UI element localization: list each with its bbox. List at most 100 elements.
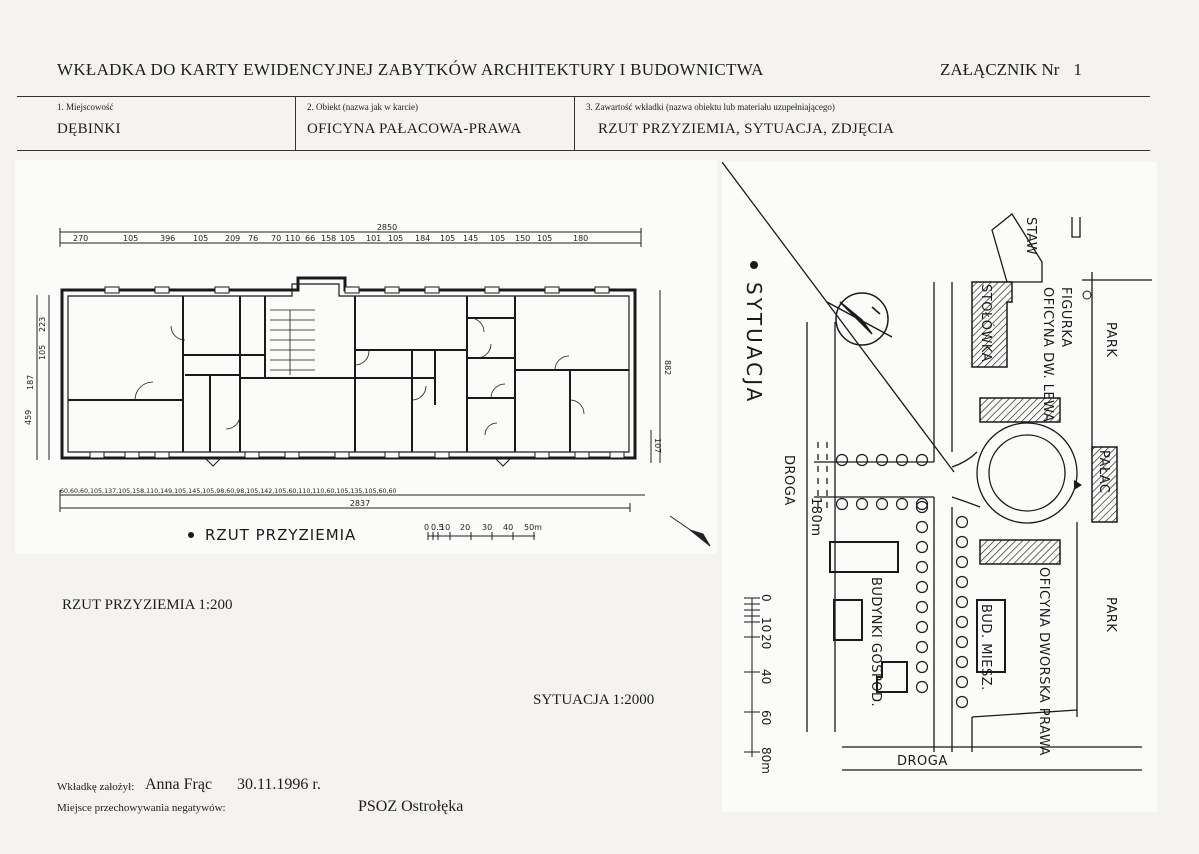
label-road-left: DROGA [781,455,796,506]
north-arrow-large [826,292,893,346]
storage-value: PSOZ Ostrołęka [358,798,464,815]
top-dim-label: 209 [225,234,240,243]
tree [875,453,889,467]
dim-total-bottom: 2837 [350,499,370,508]
label-canteen: STOŁÓWKA [978,284,994,362]
date-value: 30.11.1996 r. [237,776,321,793]
window [534,451,550,459]
site-plan-drawing: SYTUACJA STAW STOŁÓWKA FIGURKA OFICYNA D… [721,161,1152,774]
tree [855,453,869,467]
site-scale-bar [744,597,760,757]
tree [855,497,869,511]
tree [955,555,969,569]
top-dim-label: 70 [271,234,281,243]
top-dim-label: 76 [248,234,258,243]
tree [875,497,889,511]
tree [915,580,929,594]
top-dim-label: 110 [285,234,300,243]
right-annex-building [979,539,1061,565]
tree [915,640,929,654]
field-contents-label: 3. Zawartość wkładki (nazwa obiektu lub … [586,102,835,112]
table-bottom-rule [17,150,1150,151]
window [214,286,230,294]
window [594,286,610,294]
top-dim-label: 105 [193,234,208,243]
floor-scale-tick: 40 [503,523,513,532]
floor-scale-tick: 50m [524,523,542,532]
tree [915,520,929,534]
table-divider-2 [574,96,575,150]
window [344,286,360,294]
window [384,451,400,459]
site-scale-caption: SYTUACJA 1:2000 [533,692,655,708]
tree [955,675,969,689]
tree [915,680,929,694]
residential-building [976,599,1006,673]
site-title: SYTUACJA [742,282,766,404]
floor-scale-tick: 0 [424,523,429,532]
label-pond: STAW [1023,217,1038,255]
site-scale-tick: 0 [759,594,773,602]
tree [915,560,929,574]
tree [915,497,929,511]
top-dim-label: 180 [573,234,588,243]
field-object-value: OFICYNA PAŁACOWA-PRAWA [307,121,522,137]
label-palace: PAŁAC [1096,450,1111,493]
tree [955,635,969,649]
storage-label: Miejsce przechowywania negatywów: [57,802,226,814]
tree [955,575,969,589]
outbuilding-3 [876,661,908,693]
dim-left-3: 187 [26,375,35,390]
site-scale-tick: 40 [759,669,773,684]
tree [915,660,929,674]
canteen-building [971,281,1013,368]
tree [915,600,929,614]
tree [835,453,849,467]
tree [955,515,969,529]
label-park-bottom: PARK [1103,597,1118,632]
top-dim-label: 105 [440,234,455,243]
site-scale-tick: 20 [759,634,773,649]
top-dim-label: 105 [123,234,138,243]
window [154,286,170,294]
floor-plan-title: RZUT PRZYZIEMIA [205,526,356,544]
window [544,286,560,294]
tree [955,655,969,669]
tree-rows [835,453,969,709]
top-dim-label: 105 [537,234,552,243]
dim-left-2: 223 [38,317,47,332]
figurine-marker [1082,290,1092,300]
field-object-label: 2. Obiekt (nazwa jak w karcie) [307,102,418,112]
author-label: Wkładkę założył: [57,781,135,793]
tree [955,615,969,629]
window [609,451,625,459]
field-contents-value: RZUT PRZYZIEMIA, SYTUACJA, ZDJĘCIA [598,121,895,137]
window [104,286,120,294]
top-dim-label: 150 [515,234,530,243]
top-dim-label: 158 [321,234,336,243]
top-dim-label: 105 [388,234,403,243]
window [384,286,400,294]
attachment-number: 1 [1073,60,1082,79]
label-figurine: FIGURKA [1058,287,1073,348]
tree [895,453,909,467]
window [124,451,140,459]
left-annex-building [979,397,1061,423]
table-divider-1 [295,96,296,150]
author-name: Anna Frąc [145,776,213,793]
dim-left-0: 459 [24,410,33,425]
label-outbuildings: BUDYNKI GOSPOD. [868,577,883,707]
floor-scale-tick: 0.5 [431,523,444,532]
label-residential: BUD. MIESZ. [978,604,993,691]
floor-scale-bar [427,532,535,540]
site-plan-panel: SYTUACJA STAW STOŁÓWKA FIGURKA OFICYNA D… [721,161,1157,812]
bullet-marker [188,532,194,538]
window [484,286,500,294]
label-right-annex: OFICYNA DWORSKA PRAWA [1036,567,1051,756]
tree [895,497,909,511]
palace-building [1091,446,1118,523]
